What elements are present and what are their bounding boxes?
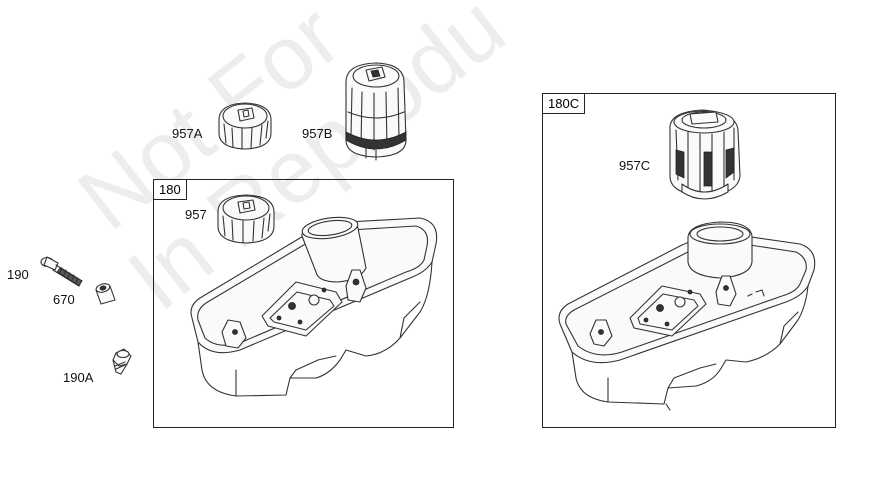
fuel-tank-180c-drawing xyxy=(558,221,816,411)
part-label-190: 190 xyxy=(7,267,29,282)
part-label-957c: 957C xyxy=(619,158,651,173)
part-label-957a: 957A xyxy=(172,126,203,141)
screw-190a-drawing xyxy=(112,348,132,375)
fuel-tank-180-drawing xyxy=(190,216,438,397)
group-tag-180c: 180C xyxy=(542,93,586,114)
cap-957c-drawing xyxy=(669,109,741,200)
part-label-190a: 190A xyxy=(63,370,94,385)
part-label-957b: 957B xyxy=(302,126,333,141)
group-box-180c: 180C xyxy=(542,93,836,428)
cap-957-drawing xyxy=(217,194,275,244)
spacer-670-drawing xyxy=(95,283,116,305)
group-tag-180: 180 xyxy=(153,179,187,200)
part-label-670: 670 xyxy=(53,292,75,307)
part-label-957: 957 xyxy=(185,207,207,222)
cap-957b-drawing xyxy=(345,62,407,161)
cap-957a-drawing xyxy=(218,102,272,150)
group-box-180: 180 xyxy=(153,179,454,428)
bolt-190-drawing xyxy=(40,256,83,287)
